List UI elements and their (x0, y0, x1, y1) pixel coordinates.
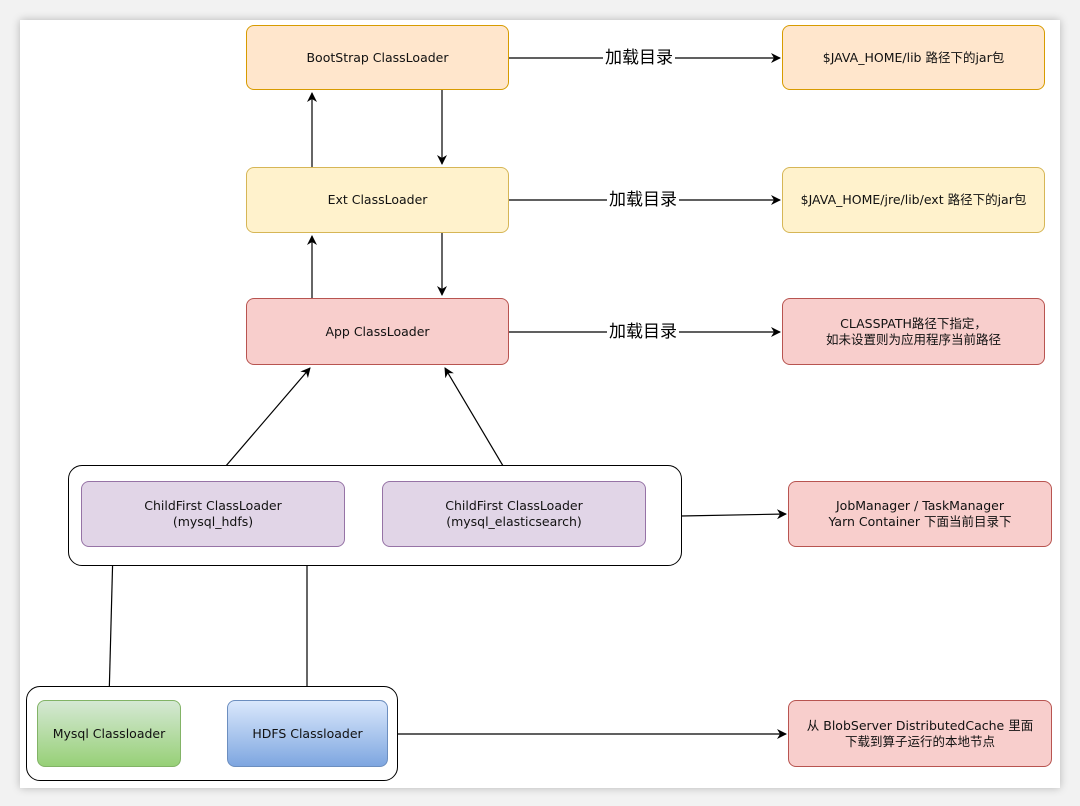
childfirst-hdfs-node[interactable]: ChildFirst ClassLoader (mysql_hdfs) (81, 481, 345, 547)
blob-dir-line-1: 从 BlobServer DistributedCache 里面 (806, 717, 1034, 733)
bootstrap-dir-node[interactable]: $JAVA_HOME/lib 路径下的jar包 (782, 25, 1045, 90)
hdfs-classloader-label: HDFS Classloader (252, 725, 363, 741)
edge-label-bootstrap: 加载目录 (603, 48, 675, 68)
childfirst-hdfs-line-1: ChildFirst ClassLoader (144, 498, 282, 513)
hdfs-classloader-node[interactable]: HDFS Classloader (227, 700, 388, 767)
bootstrap-classloader-node[interactable]: BootStrap ClassLoader (246, 25, 509, 90)
app-dir-node[interactable]: CLASSPATH路径下指定， 如未设置则为应用程序当前路径 (782, 298, 1045, 365)
ext-classloader-node[interactable]: Ext ClassLoader (246, 167, 509, 233)
ext-classloader-label: Ext ClassLoader (327, 192, 428, 207)
bootstrap-classloader-label: BootStrap ClassLoader (306, 49, 449, 65)
childfirst-es-node[interactable]: ChildFirst ClassLoader (mysql_elasticsea… (382, 481, 646, 547)
childfirst-dir-node[interactable]: JobManager / TaskManager Yarn Container … (788, 481, 1052, 547)
blob-dir-node[interactable]: 从 BlobServer DistributedCache 里面 下载到算子运行… (788, 700, 1052, 767)
childfirst-hdfs-line-2: (mysql_hdfs) (172, 514, 254, 529)
ext-dir-label: $JAVA_HOME/jre/lib/ext 路径下的jar包 (800, 192, 1027, 207)
edge-label-ext: 加载目录 (607, 190, 679, 210)
childfirst-es-line-1: ChildFirst ClassLoader (445, 498, 583, 513)
app-dir-line-1: CLASSPATH路径下指定， (840, 315, 987, 331)
mysql-classloader-label: Mysql Classloader (52, 725, 166, 741)
blob-dir-line-2: 下载到算子运行的本地节点 (844, 733, 995, 749)
diagram-canvas (20, 20, 1060, 788)
edge-label-app: 加载目录 (607, 322, 679, 342)
app-classloader-node[interactable]: App ClassLoader (246, 298, 509, 365)
childfirst-dir-line-1: JobManager / TaskManager (835, 498, 1004, 513)
ext-dir-node[interactable]: $JAVA_HOME/jre/lib/ext 路径下的jar包 (782, 167, 1045, 233)
childfirst-es-line-2: (mysql_elasticsearch) (446, 514, 582, 529)
app-classloader-label: App ClassLoader (325, 323, 430, 339)
app-dir-line-2: 如未设置则为应用程序当前路径 (825, 331, 1001, 347)
bootstrap-dir-label: $JAVA_HOME/lib 路径下的jar包 (822, 49, 1005, 65)
mysql-classloader-node[interactable]: Mysql Classloader (37, 700, 181, 767)
childfirst-dir-line-2: Yarn Container 下面当前目录下 (828, 514, 1012, 529)
